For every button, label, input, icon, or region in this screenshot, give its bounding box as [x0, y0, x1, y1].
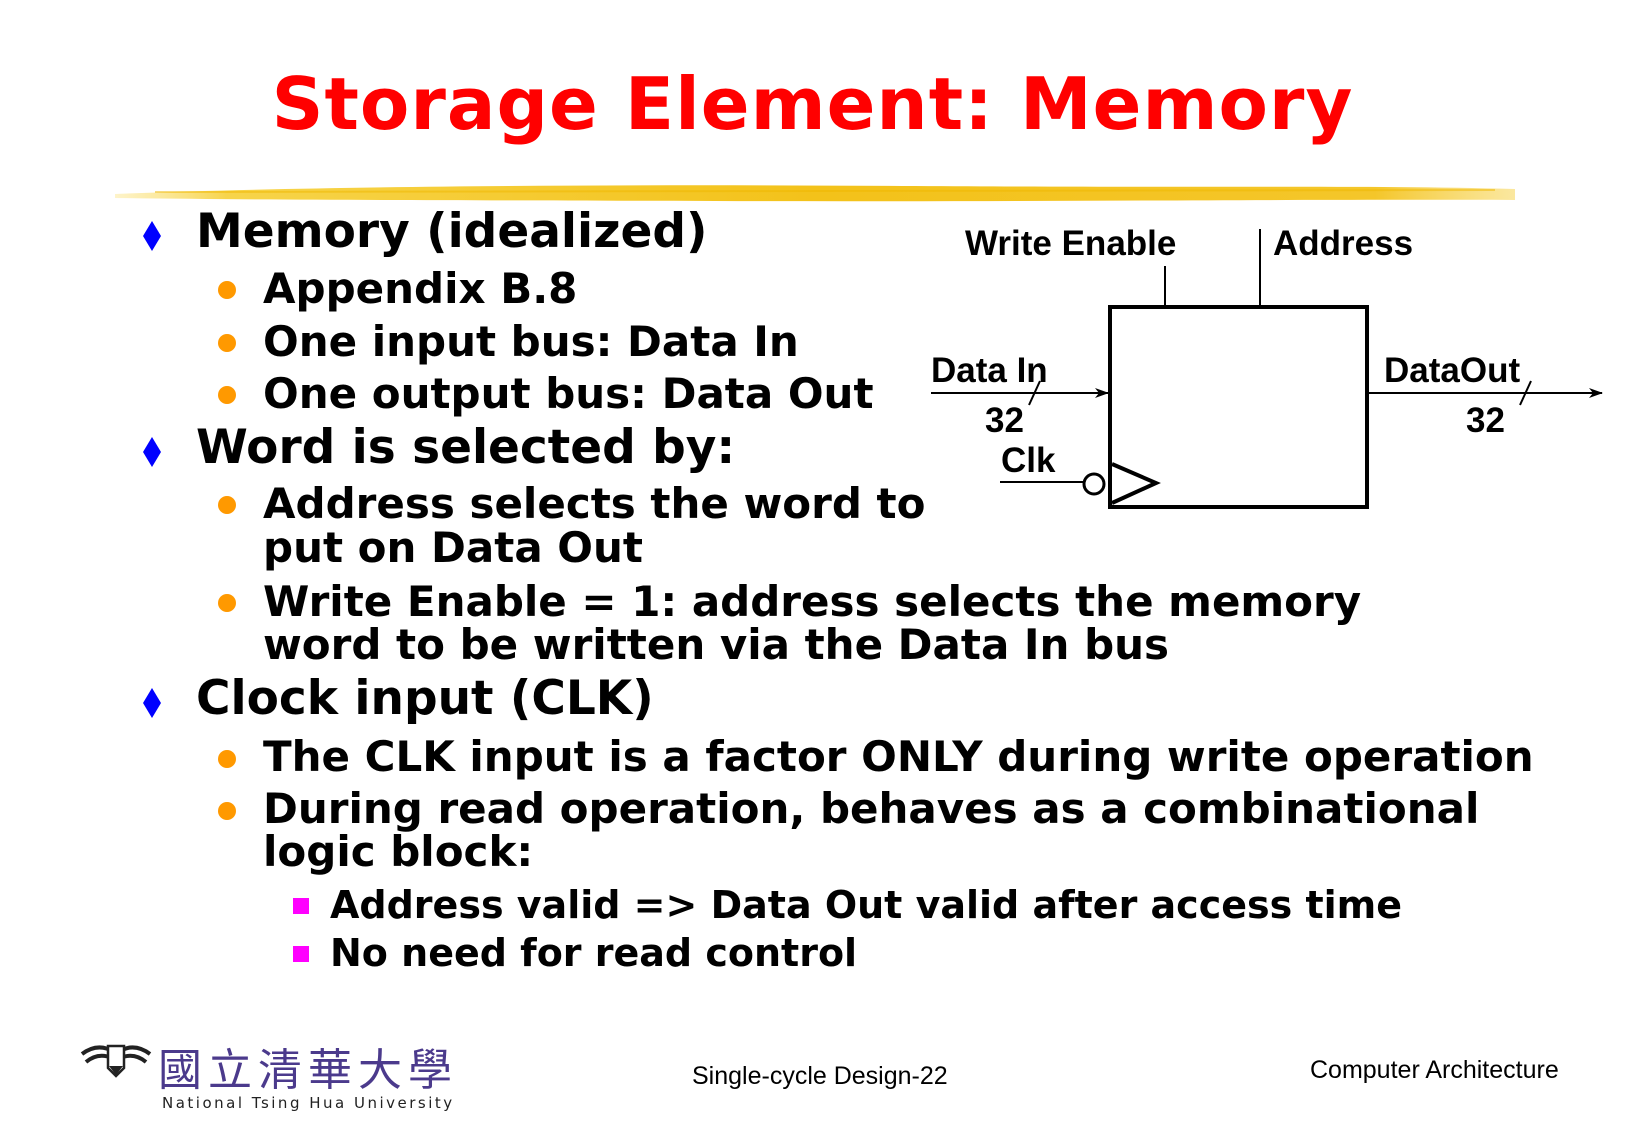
label-address: Address — [1273, 224, 1414, 263]
bullet-word-selected: Word is selected by: — [196, 420, 736, 475]
orange-dot-bullet-icon — [218, 334, 236, 352]
orange-dot-bullet-icon — [218, 281, 236, 299]
bullet-appendix: Appendix B.8 — [263, 264, 578, 313]
memory-box — [1108, 305, 1369, 509]
clock-triangle-icon — [1111, 462, 1161, 505]
magenta-square-bullet-icon — [293, 898, 309, 914]
bullet-output-bus: One output bus: Data Out — [263, 369, 874, 418]
blue-diamond-bullet-icon — [143, 688, 161, 718]
magenta-square-bullet-icon — [293, 946, 309, 962]
clk-inversion-bubble-icon — [1082, 472, 1106, 496]
blue-diamond-bullet-icon — [143, 221, 161, 251]
orange-dot-bullet-icon — [218, 750, 236, 768]
label-data-out: DataOut — [1384, 351, 1521, 390]
blue-diamond-bullet-icon — [143, 437, 161, 467]
label-data-in: Data In — [931, 351, 1048, 390]
bullet-address-valid: Address valid => Data Out valid after ac… — [330, 883, 1403, 927]
bullet-write-enable-line2: word to be written via the Data In bus — [263, 620, 1170, 669]
orange-dot-bullet-icon — [218, 594, 236, 612]
orange-dot-bullet-icon — [218, 802, 236, 820]
label-data-out-width: 32 — [1466, 401, 1505, 440]
label-clk: Clk — [1001, 441, 1056, 480]
footer-course-name: Computer Architecture — [1310, 1056, 1559, 1084]
title-underline-brush — [115, 185, 1515, 202]
bullet-memory-idealized: Memory (idealized) — [196, 204, 708, 259]
nthu-logo-emblem-icon — [80, 1044, 152, 1078]
bullet-address-selects-line1: Address selects the word to — [263, 479, 926, 528]
data-out-bus-slash — [1519, 380, 1532, 406]
label-data-in-width: 32 — [985, 401, 1024, 440]
logo-english-name: National Tsing Hua University — [162, 1094, 455, 1112]
slide-title: Storage Element: Memory — [271, 62, 1354, 146]
bullet-no-read-control: No need for read control — [330, 931, 858, 975]
bullet-read-operation-line2: logic block: — [263, 827, 534, 876]
logo-chinese-name: 國立清華大學 — [158, 1045, 458, 1096]
orange-dot-bullet-icon — [218, 496, 236, 514]
bullet-write-enable-line1: Write Enable = 1: address selects the me… — [263, 577, 1362, 626]
bullet-input-bus: One input bus: Data In — [263, 317, 799, 366]
bullet-address-selects-line2: put on Data Out — [263, 523, 643, 572]
footer-slide-number: Single-cycle Design-22 — [692, 1062, 948, 1090]
orange-dot-bullet-icon — [218, 386, 236, 404]
label-write-enable: Write Enable — [965, 224, 1177, 263]
bullet-clk-factor: The CLK input is a factor ONLY during wr… — [263, 732, 1534, 781]
bullet-clock-input: Clock input (CLK) — [196, 671, 654, 726]
bullet-read-operation-line1: During read operation, behaves as a comb… — [263, 784, 1480, 833]
